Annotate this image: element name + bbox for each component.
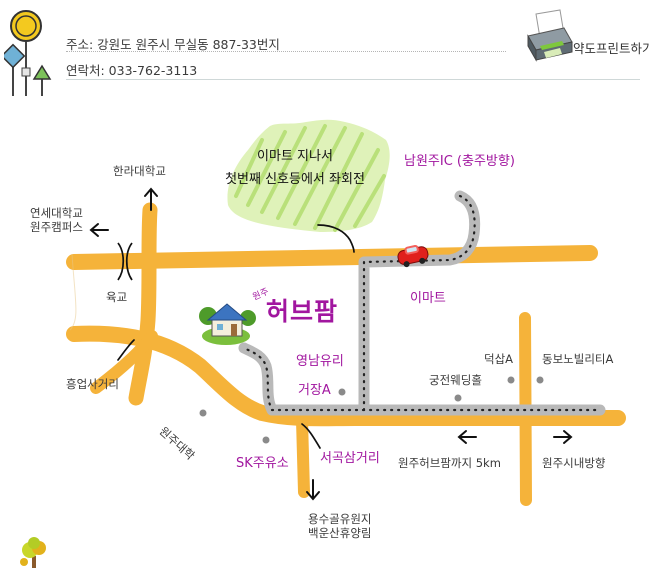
arrow-up-icon xyxy=(144,187,158,211)
label-yeongnam-glass: 영남유리 xyxy=(296,354,344,369)
label-heungeop: 흥업사거리 xyxy=(66,377,119,391)
label-yukgyo: 육교 xyxy=(106,290,128,304)
label-geojang: 거장A xyxy=(298,383,331,398)
label-dongbo-villity: 동보노빌리티A xyxy=(542,352,614,366)
landmark-dot-gungjeon xyxy=(454,394,462,402)
arrow-left-icon xyxy=(89,223,109,237)
label-deoksap: 덕삽A xyxy=(484,352,514,366)
label-namwonju-ic: 남원주IC (충주방향) xyxy=(404,154,515,169)
road-edge-west xyxy=(69,253,77,331)
overpass-mark xyxy=(117,242,133,281)
road-vertical-south xyxy=(296,414,310,498)
landmark-dot-yeongnam xyxy=(338,388,346,396)
road-branch-heungeop xyxy=(90,330,158,394)
label-yonsei-campus: 연세대학교 원주캠퍼스 xyxy=(30,206,83,235)
road-south-main xyxy=(66,325,626,427)
tree-icon xyxy=(20,537,46,568)
label-yongsu-reservoir: 용수골유원지 백운산휴양림 xyxy=(308,512,372,541)
printer-icon xyxy=(527,9,573,62)
instruction-highlight xyxy=(227,119,390,232)
road-north-main xyxy=(66,245,598,270)
label-downtown: 원주시내방향 xyxy=(542,456,606,470)
landmark-dot-dongbo xyxy=(536,376,544,384)
arrow-right-icon xyxy=(553,430,573,444)
label-farm-name: 허브팜 xyxy=(266,297,339,326)
address-text: 주소: 강원도 원주시 무실동 887-33번지 xyxy=(66,37,280,52)
header-rule xyxy=(66,79,640,80)
label-seogok: 서곡삼거리 xyxy=(320,451,380,466)
contact-text: 연락처: 033-762-3113 xyxy=(66,63,198,78)
car-icon xyxy=(397,244,429,268)
label-distance: 원주허브팜까지 5km xyxy=(398,456,501,470)
arrow-down-icon xyxy=(306,479,320,501)
arrow-left-small-icon xyxy=(457,430,477,444)
print-button-label: 약도프린트하기 xyxy=(573,41,650,56)
road-vertical-west xyxy=(128,202,158,406)
print-map-button[interactable]: 약도프린트하기 xyxy=(524,8,650,66)
main-roads xyxy=(66,202,626,506)
farm-house-icon xyxy=(199,303,256,345)
label-hanra-univ: 한라대학교 xyxy=(113,164,166,178)
direction-arrows xyxy=(89,187,573,501)
landmark-dot-deoksap xyxy=(507,376,515,384)
header-divider xyxy=(66,51,506,52)
label-gungjeon-wedding: 궁전웨딩홀 xyxy=(429,373,482,387)
landmark-dot-wonju-univ xyxy=(199,409,207,417)
label-instruction: 이마트 지나서 첫번째 신호등에서 좌회전 xyxy=(225,149,365,187)
landmark-dots xyxy=(199,376,544,444)
pointer-lines xyxy=(117,224,355,449)
landmark-dot-sk xyxy=(262,436,270,444)
route-path xyxy=(238,190,606,416)
road-sign-icon xyxy=(4,10,52,96)
label-sk-gas: SK주유소 xyxy=(236,456,289,471)
label-emart: 이마트 xyxy=(410,291,446,306)
